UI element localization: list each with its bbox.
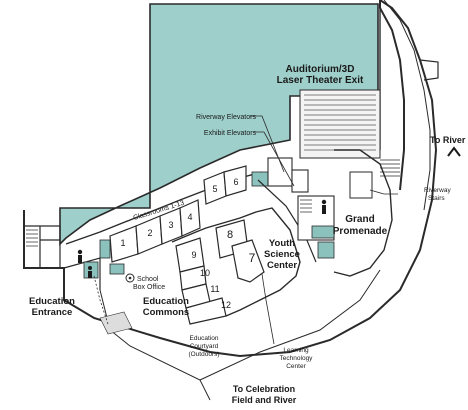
ltc-label-3: Center xyxy=(286,363,306,370)
grand-promenade-label-1: Grand xyxy=(345,214,374,225)
education-entrance-label-2: Entrance xyxy=(32,307,73,318)
west-stairs xyxy=(26,229,38,247)
youth-science-label-2: Science xyxy=(264,249,300,260)
room-6-label: 6 xyxy=(233,177,238,187)
youth-science-wall xyxy=(171,207,301,317)
room-10-label: 10 xyxy=(200,268,210,278)
grand-promenade-label-2: Promenade xyxy=(333,226,388,237)
courtyard-label-3: (Outdoors) xyxy=(188,351,219,358)
riverway-stairs-lines xyxy=(380,159,400,177)
to-river-label: To River xyxy=(430,135,466,145)
west-wing xyxy=(24,225,101,290)
courtyard-label-2: Courtyard xyxy=(190,343,219,350)
promenade-wall xyxy=(333,149,393,277)
box-office-label-1: School xyxy=(137,276,159,283)
teal-box-classroom xyxy=(99,239,111,259)
to-celebration-label-1: To Celebration xyxy=(233,384,295,394)
room-4 xyxy=(179,199,201,237)
room-8-label: 8 xyxy=(227,229,233,241)
interior-curve xyxy=(257,179,317,263)
education-commons-label-2: Commons xyxy=(143,307,189,318)
room-7-label: 7 xyxy=(249,251,256,265)
classrooms xyxy=(109,165,247,263)
stairs-core xyxy=(300,199,312,213)
riverway-stairs-label-1: Riverway xyxy=(424,187,451,194)
box-office xyxy=(109,263,135,283)
room-5-label: 5 xyxy=(212,184,217,194)
room-7 xyxy=(231,239,265,283)
outer-arc-wall xyxy=(383,0,431,211)
education-entrance-label-1: Education xyxy=(29,296,75,307)
exhibit-elevators-label: Exhibit Elevators xyxy=(204,130,257,137)
room-2-label: 2 xyxy=(147,228,152,238)
room-9-label: 9 xyxy=(191,250,196,260)
theater-seating xyxy=(299,89,381,159)
room-3-label: 3 xyxy=(168,220,173,230)
walkway-dashed xyxy=(93,275,109,325)
leader-lines xyxy=(250,115,398,345)
east-facade xyxy=(419,59,439,81)
auditorium-label-1: Auditorium/3D xyxy=(286,64,355,75)
room-1-label: 1 xyxy=(120,238,125,248)
courtyard-paving xyxy=(99,311,133,335)
box-office-label-2: Box Office xyxy=(133,284,165,291)
to-river-arrow xyxy=(447,146,461,157)
restroom-east-teal-2 xyxy=(317,241,335,259)
room-6 xyxy=(223,165,247,197)
restroom-east-teal-1 xyxy=(311,225,335,239)
ltc-label-1: Learning xyxy=(283,347,309,354)
ltc-label-2: Technology xyxy=(280,355,314,362)
auditorium-label-2: Laser Theater Exit xyxy=(277,75,364,86)
room-4-label: 4 xyxy=(187,212,192,222)
promenade-stair-box xyxy=(349,171,373,199)
room-12-label: 12 xyxy=(221,300,231,310)
restroom-icon-west xyxy=(77,249,92,278)
room-11-label: 11 xyxy=(210,284,219,294)
restroom-icon-east xyxy=(321,199,327,214)
youth-science-rooms xyxy=(175,219,265,325)
courtyard-label-1: Education xyxy=(190,335,219,342)
education-commons-label-1: Education xyxy=(143,296,189,307)
riverway-elevators-label: Riverway Elevators xyxy=(196,114,256,121)
youth-science-label-1: Youth xyxy=(269,238,295,249)
riverway-stairs-label-2: Stairs xyxy=(428,195,445,202)
youth-science-label-3: Center xyxy=(267,260,297,271)
to-celebration-label-2: Field and River xyxy=(232,395,297,405)
